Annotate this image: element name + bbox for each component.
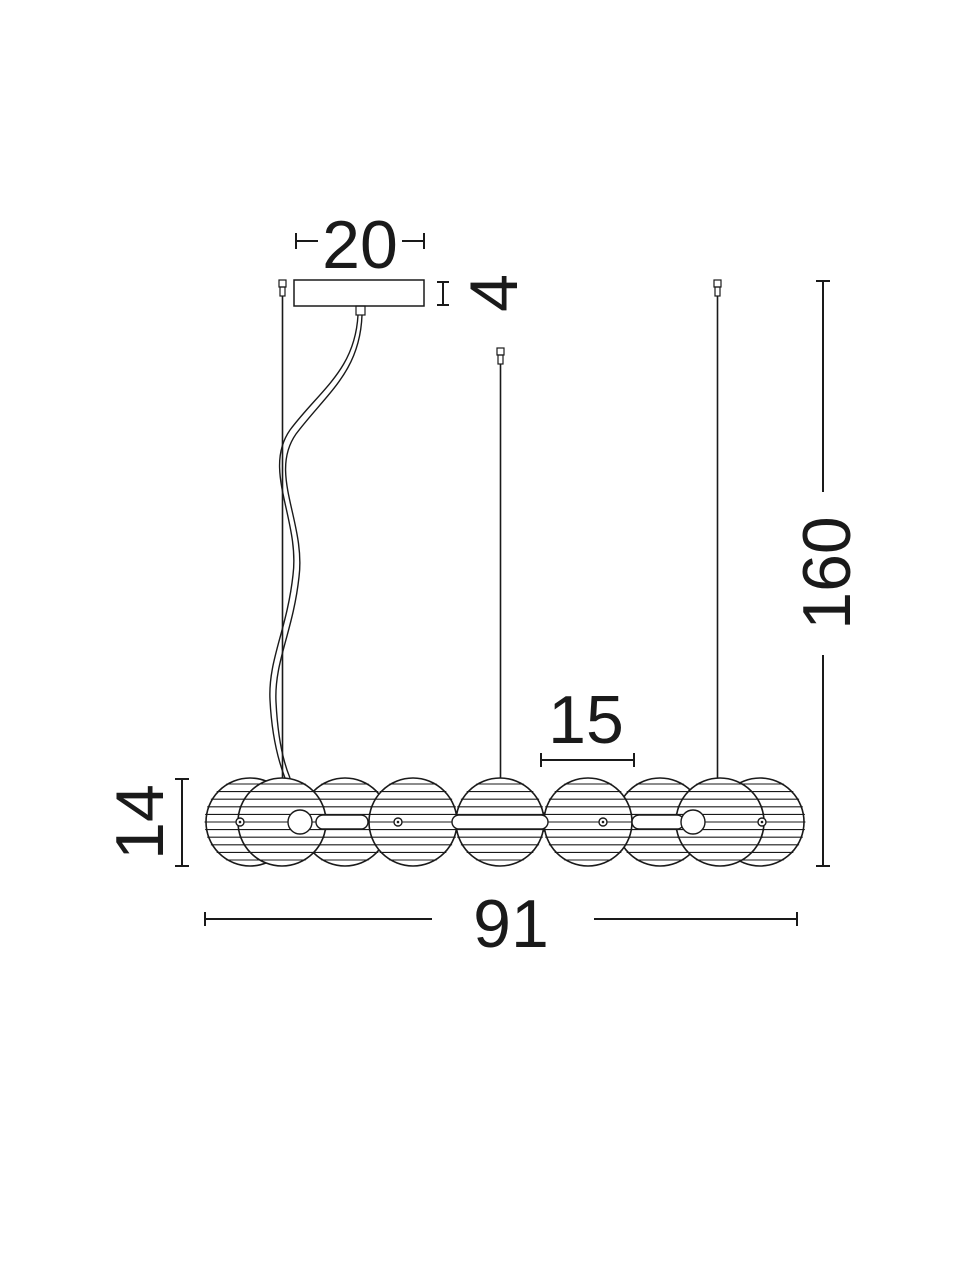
- center-connector: [451, 814, 549, 830]
- canopy-width-dimension: 20: [295, 207, 425, 283]
- light-fixture: [204, 777, 806, 867]
- canopy-height-label: 4: [456, 274, 532, 312]
- screw-center: [238, 820, 242, 824]
- screw-center: [760, 820, 764, 824]
- bulb-socket: [287, 809, 313, 835]
- fixture-height-label: 14: [102, 784, 178, 860]
- left-connector: [315, 814, 369, 830]
- globe-shade: [367, 777, 459, 867]
- screw-center: [396, 820, 400, 824]
- shade-diameter-dimension: 15: [540, 682, 635, 767]
- total-width-label: 91: [473, 886, 549, 962]
- total-width-dimension: 91: [204, 886, 798, 962]
- canopy-width-label: 20: [322, 207, 398, 283]
- screw-center: [601, 820, 605, 824]
- ceiling-canopy: [293, 279, 425, 316]
- shade-diameter-label: 15: [548, 682, 624, 758]
- canopy-height-dimension: 4: [437, 274, 532, 312]
- right-connector: [631, 814, 685, 830]
- fixture-height-dimension: 14: [102, 778, 189, 867]
- globe-shade: [236, 777, 328, 867]
- total-height-label: 160: [789, 516, 865, 629]
- globe-shade: [542, 777, 634, 867]
- suspension-cables: [278, 279, 722, 817]
- power-cord: [269, 314, 363, 779]
- total-height-dimension: 160: [789, 280, 865, 867]
- bulb-socket: [680, 809, 706, 835]
